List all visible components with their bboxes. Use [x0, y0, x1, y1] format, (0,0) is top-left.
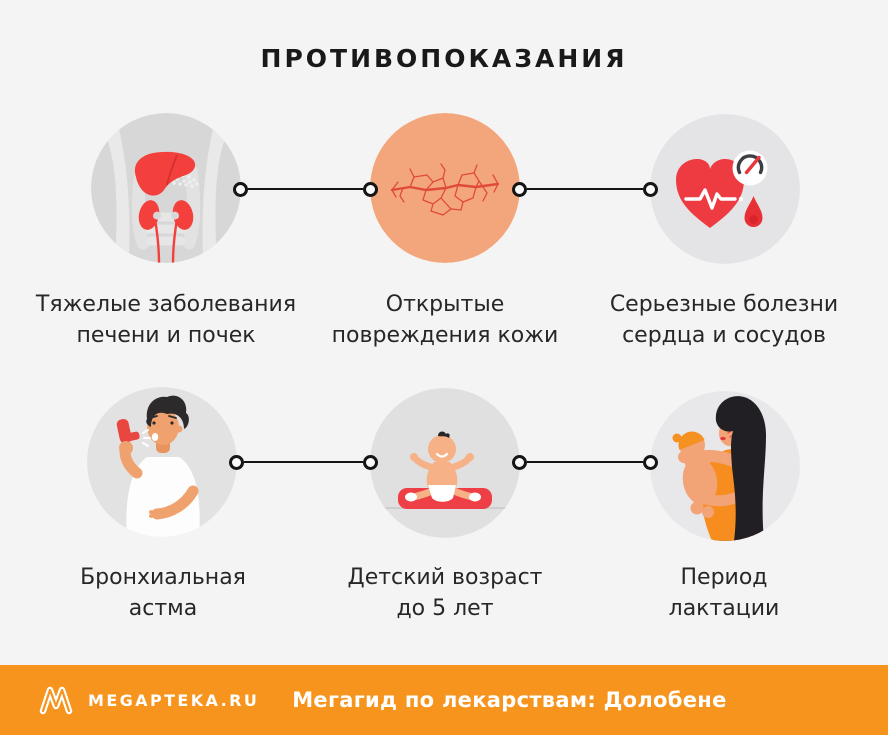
- item-caption-damaged-skin: Открытые повреждения кожи: [285, 289, 605, 351]
- caption-line: Тяжелые заболевания: [35, 292, 297, 317]
- footer-brand: MEGAPTEKA.RU: [88, 690, 260, 710]
- caption-line: Детский возраст: [347, 565, 543, 590]
- item-caption-lactation: Период лактации: [564, 562, 884, 624]
- connector: [512, 181, 658, 197]
- connector-line: [244, 460, 363, 464]
- connector-node: [643, 454, 658, 470]
- item-circle-asthma: [87, 387, 237, 537]
- item-caption-asthma: Бронхиальная астма: [3, 562, 323, 624]
- caption-line: печени и почек: [76, 323, 256, 348]
- connector: [233, 181, 378, 197]
- connector-node: [229, 454, 244, 470]
- page-title: ПРОТИВОПОКАЗАНИЯ: [260, 44, 628, 73]
- caption-line: до 5 лет: [396, 596, 494, 621]
- connector-line: [248, 187, 363, 191]
- connector: [229, 454, 378, 470]
- footer-caption: Мегагид по лекарствам: Долобене: [292, 688, 727, 712]
- damaged-skin-illustration: [370, 113, 520, 263]
- connector-node: [233, 181, 248, 197]
- item-circle-damaged-skin: [370, 113, 520, 263]
- man-with-inhaler-illustration: [87, 387, 237, 537]
- item-circle-heart-vessels: [650, 114, 800, 264]
- caption-line: повреждения кожи: [331, 323, 559, 348]
- item-caption-child-age: Детский возраст до 5 лет: [285, 562, 605, 624]
- caption-line: Период: [680, 565, 768, 590]
- item-caption-heart-vessels: Серьезные болезни сердца и сосудов: [564, 289, 884, 351]
- baby-illustration: [370, 388, 520, 538]
- connector-node: [363, 454, 378, 470]
- connector-line: [527, 187, 643, 191]
- caption-line: Открытые: [385, 292, 505, 317]
- connector-node: [512, 181, 527, 197]
- caption-line: астма: [128, 596, 198, 621]
- connector-node: [363, 181, 378, 197]
- item-circle-liver-kidneys: [91, 113, 241, 263]
- megapteka-logo-icon: [39, 686, 73, 715]
- mother-with-baby-illustration: [650, 391, 800, 541]
- item-circle-child-age: [370, 388, 520, 538]
- heart-pressure-gauge-illustration: [650, 114, 800, 264]
- caption-line: сердца и сосудов: [622, 323, 826, 348]
- item-caption-liver-kidneys: Тяжелые заболевания печени и почек: [6, 289, 326, 351]
- caption-line: Серьезные болезни: [609, 292, 839, 317]
- caption-line: лактации: [668, 596, 780, 621]
- connector-node: [643, 181, 658, 197]
- caption-line: Бронхиальная: [80, 565, 246, 590]
- item-circle-lactation: [650, 391, 800, 541]
- connector-line: [527, 460, 643, 464]
- connector-node: [512, 454, 527, 470]
- liver-kidneys-illustration: [91, 113, 241, 263]
- connector: [512, 454, 658, 470]
- footer-bar: MEGAPTEKA.RU Мегагид по лекарствам: Доло…: [0, 665, 888, 735]
